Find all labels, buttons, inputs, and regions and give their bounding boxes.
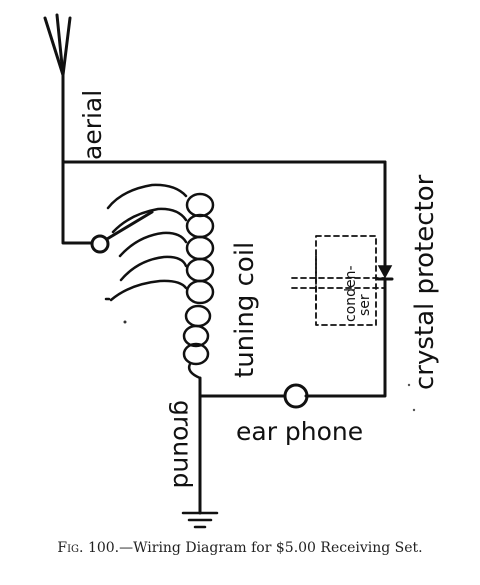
tuning-coil-label: tuning coil — [230, 242, 260, 378]
condenser-label-line1: conden- — [343, 265, 359, 322]
ear-phone-icon — [283, 383, 309, 409]
coil-taps — [104, 183, 188, 302]
figure-caption: Fig. 100.—Wiring Diagram for $5.00 Recei… — [0, 540, 480, 556]
crystal-detector-icon — [376, 265, 394, 281]
ear-phone-label: ear phone — [236, 417, 363, 446]
print-speck — [407, 383, 411, 387]
wiring-diagram: aerial tuning coil — [43, 13, 440, 529]
condenser-outline — [291, 235, 386, 326]
right-wire-lower — [304, 277, 387, 398]
aerial-antenna-icon — [43, 13, 72, 164]
print-speck — [412, 408, 416, 412]
ground-icon — [181, 511, 219, 529]
figure-number: Fig. 100. — [57, 540, 120, 556]
coil-to-earphone-wire — [198, 376, 287, 398]
ground-label: ground — [168, 400, 197, 488]
tuning-coil-icon — [182, 192, 215, 380]
aerial-label: aerial — [78, 90, 107, 160]
condenser-label-line2: ser — [357, 294, 373, 316]
print-speck — [123, 320, 127, 324]
crystal-protector-label: crystal protector — [410, 174, 440, 390]
switch-pivot — [90, 234, 110, 254]
aerial-to-switch-wire — [61, 160, 94, 245]
figure-caption-text: —Wiring Diagram for $5.00 Receiving Set. — [119, 540, 423, 556]
switch-arm — [105, 210, 154, 241]
